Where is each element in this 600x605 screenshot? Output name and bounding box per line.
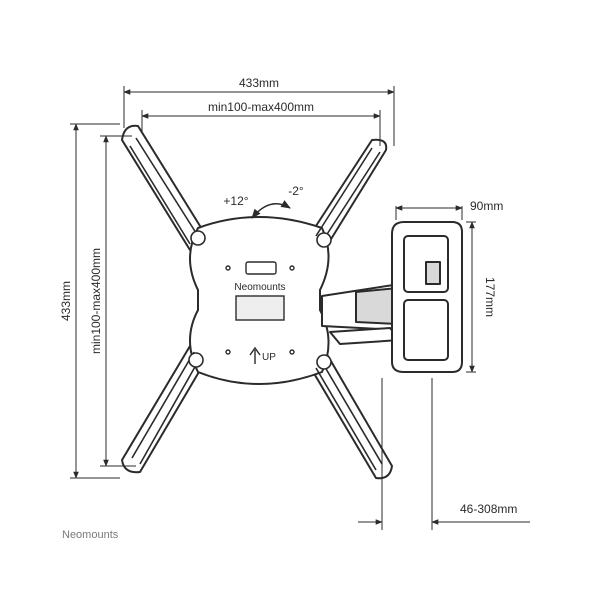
- plate-logo: Neomounts: [234, 282, 285, 293]
- overall-height-label: 433mm: [59, 281, 73, 321]
- arm-slots: [129, 137, 383, 471]
- tilt-up-label: +12°: [223, 194, 248, 208]
- tilt-down-label: -2°: [288, 184, 304, 198]
- brand-logo: Neomounts: [62, 529, 119, 541]
- up-label: UP: [262, 352, 276, 363]
- arm-top-left: [121, 124, 206, 251]
- arm-joint-bolts: [188, 230, 332, 370]
- plate-width-label: 90mm: [470, 199, 503, 213]
- dimension-lines: [70, 86, 530, 530]
- plate-height-label: 177mm: [483, 277, 497, 317]
- overall-width-label: 433mm: [239, 76, 279, 90]
- plate-details: [225, 261, 295, 355]
- label-area: [235, 295, 285, 321]
- up-arrow-icon: [249, 346, 261, 364]
- tv-bracket: [121, 124, 393, 480]
- wall-plate: [391, 221, 463, 373]
- wall-distance-label: 46-308mm: [460, 502, 517, 516]
- vesa-height-label: min100-max400mm: [89, 248, 103, 354]
- vesa-width-label: min100-max400mm: [208, 100, 314, 114]
- handle-slot: [245, 261, 277, 275]
- tilt-indicator: [251, 200, 291, 219]
